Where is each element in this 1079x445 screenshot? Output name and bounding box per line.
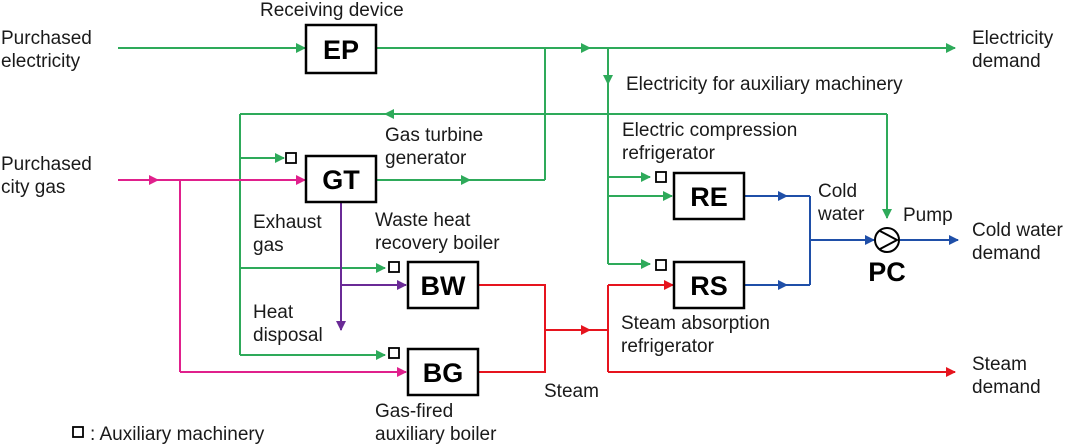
pump-icon [874, 227, 900, 253]
rs-unit: RS [672, 260, 746, 310]
pc-label: PC [868, 257, 906, 287]
bw-unit: BW [406, 260, 480, 310]
electric-refrigerator-label: refrigerator [622, 143, 716, 164]
electricity-demand-label: demand [972, 51, 1041, 72]
aux-machinery-icon [388, 347, 400, 359]
svg-text:RE: RE [690, 182, 728, 212]
aux-machinery-icon [388, 261, 400, 273]
receiving-device-label: Receiving device [260, 0, 404, 21]
waste-heat-boiler-label: Waste heat [375, 210, 471, 231]
svg-text:GT: GT [322, 165, 360, 195]
gas-lines [118, 175, 407, 377]
steam-lines [478, 280, 956, 377]
electricity-aux-label: Electricity for auxiliary machinery [626, 74, 903, 95]
exhaust-gas-label: gas [253, 235, 284, 256]
steam-label: Steam [544, 381, 599, 402]
steam-absorption-label: refrigerator [621, 336, 715, 357]
steam-demand-label: demand [972, 377, 1041, 398]
waste-heat-boiler-label: recovery boiler [375, 233, 500, 254]
purchased-electricity-label: electricity [1, 51, 81, 72]
aux-machinery-icon [655, 259, 667, 271]
electricity-demand-label: Electricity [972, 28, 1054, 49]
exhaust-lines [336, 202, 407, 331]
re-unit: RE [672, 171, 746, 221]
purchased-gas-label: Purchased [1, 154, 92, 175]
svg-text:RS: RS [690, 271, 728, 301]
heat-disposal-label: disposal [253, 325, 323, 346]
bg-unit: BG [406, 347, 480, 397]
aux-machinery-icon [285, 152, 297, 164]
gas-turbine-label: generator [385, 148, 467, 169]
ep-unit: EP [304, 23, 378, 75]
svg-text:BW: BW [421, 271, 466, 301]
gas-fired-boiler-label: Gas-fired [375, 401, 453, 422]
svg-text:BG: BG [423, 358, 464, 388]
cold-water-label: water [817, 204, 865, 225]
cold-water-label: Cold [818, 181, 857, 202]
pump-label: Pump [903, 205, 953, 226]
steam-demand-label: Steam [972, 354, 1027, 375]
svg-text:EP: EP [323, 35, 359, 65]
cold-water-lines [744, 191, 959, 290]
gt-unit: GT [304, 154, 378, 204]
heat-disposal-label: Heat [253, 302, 294, 323]
gas-turbine-label: Gas turbine [385, 125, 483, 146]
gas-fired-boiler-label: auxiliary boiler [375, 424, 497, 445]
cold-water-demand-label: demand [972, 243, 1041, 264]
electric-refrigerator-label: Electric compression [622, 120, 797, 141]
steam-absorption-label: Steam absorption [621, 313, 770, 334]
purchased-electricity-label: Purchased [1, 28, 92, 49]
purchased-gas-label: city gas [1, 177, 65, 198]
electricity-lines [118, 43, 956, 360]
exhaust-gas-label: Exhaust [253, 212, 322, 233]
aux-machinery-icon [655, 171, 667, 183]
aux-machinery-legend-icon [72, 426, 84, 438]
cold-water-demand-label: Cold water [972, 220, 1063, 241]
legend-aux-label: : Auxiliary machinery [90, 424, 265, 445]
